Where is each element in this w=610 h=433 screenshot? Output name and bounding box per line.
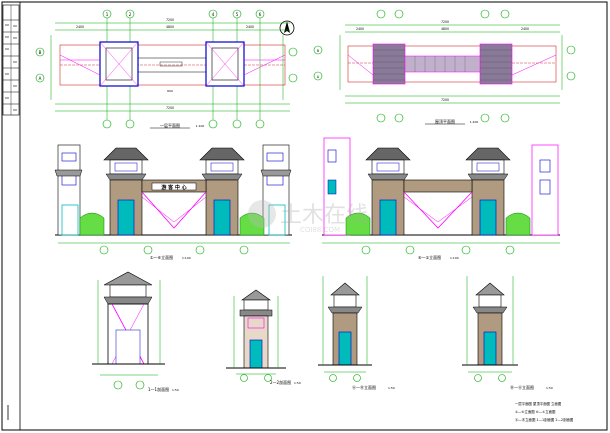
roof-hatch [479, 43, 513, 85]
dimension-text: 2400 [521, 27, 529, 31]
plan-caption: 屋顶平面图 [435, 118, 455, 124]
title-block [2, 2, 21, 430]
scale-text: 1:100 [470, 120, 479, 124]
plan-right: 7200 2400 4800 2400 7200 B A 屋顶平 [313, 9, 576, 125]
scale-text: 1:50 [294, 381, 301, 385]
dimension-text: 2400 [246, 25, 254, 29]
section-2-2: 2—2剖面图 1:50 [226, 289, 301, 385]
shrub-icon [345, 212, 371, 236]
drawing-notes: 一层平面图 屋顶平面图 立面图 ①—⑥立面图 ⑥—①立面图 Ⓐ—Ⓑ立面图 1—1… [515, 401, 574, 422]
scale-text: 1:50 [172, 388, 179, 392]
shrub-icon [239, 212, 265, 236]
elevation-caption: Ⓐ—Ⓑ立面图 [352, 384, 376, 390]
section-caption: 1—1剖面图 [148, 386, 169, 392]
dimension-text: 600 [167, 89, 173, 93]
elevation-a-b: Ⓐ—Ⓑ立面图 1:50 [318, 276, 395, 390]
note-line: ①—⑥立面图 ⑥—①立面图 [515, 409, 556, 414]
plan-caption: 一层平面图 [160, 122, 180, 128]
tower-right [465, 147, 511, 236]
watermark-sub: COI88.COM [300, 226, 340, 234]
scale-text: 1:100 [450, 256, 459, 260]
scale-text: 1:50 [546, 386, 553, 390]
elevation-caption: Ⓑ—Ⓐ立面图 [510, 384, 534, 390]
scale-text: 1:100 [182, 256, 191, 260]
sign-board [151, 182, 197, 191]
grid-label: B [39, 50, 42, 55]
grid-label: B [317, 49, 319, 53]
scale-text: 1:50 [388, 386, 395, 390]
shrub-icon [79, 212, 105, 236]
tower-right [199, 147, 245, 236]
sign-text: 游 客 中 心 [161, 184, 186, 191]
dimension-text: 2400 [76, 25, 84, 29]
dimension-text: 4800 [441, 27, 449, 31]
grid-label: 5 [236, 12, 239, 17]
roof-hatch [372, 43, 406, 85]
grid-label: A [317, 75, 320, 79]
section-caption: 2—2剖面图 [270, 379, 291, 385]
elevation-caption: ①—⑥立面图 [150, 254, 173, 260]
dimension-text: 2400 [356, 27, 364, 31]
watermark-text: 土木在线 [280, 203, 368, 228]
grid-label: 4 [212, 12, 215, 17]
elevation-right: ⑥—①立面图 1:100 [322, 137, 560, 260]
shrub-icon [505, 212, 531, 236]
dimension-text: 7200 [166, 18, 174, 22]
grid-label: 2 [129, 12, 132, 17]
grid-label: 1 [106, 12, 109, 17]
elevation-left: 游 客 中 心 ①—⑥立面图 1:100 [54, 144, 292, 260]
plan-left: 1 2 4 5 6 A B 7200 2400 4800 [35, 9, 298, 129]
scale-text: 1:100 [196, 124, 205, 128]
dimension-text: 7200 [441, 20, 449, 24]
tower-left [103, 147, 149, 236]
dimension-text: 4800 [166, 25, 174, 29]
grid-label: A [39, 76, 42, 81]
elevation-b-a: Ⓑ—Ⓐ立面图 1:50 [462, 276, 553, 390]
dimension-text: 7200 [166, 106, 174, 110]
dimension-text: 7200 [441, 98, 449, 102]
tower-left [365, 147, 411, 236]
elevation-caption: ⑥—①立面图 [418, 254, 441, 260]
watermark: 土木在线 COI88.COM [248, 200, 368, 234]
section-1-1: 1—1剖面图 1:50 [92, 271, 179, 392]
note-line: 一层平面图 屋顶平面图 立面图 [515, 401, 562, 406]
note-line: Ⓐ—Ⓑ立面图 1—1剖面图 2—2剖面图 [515, 417, 574, 422]
grid-label: 6 [259, 12, 262, 17]
